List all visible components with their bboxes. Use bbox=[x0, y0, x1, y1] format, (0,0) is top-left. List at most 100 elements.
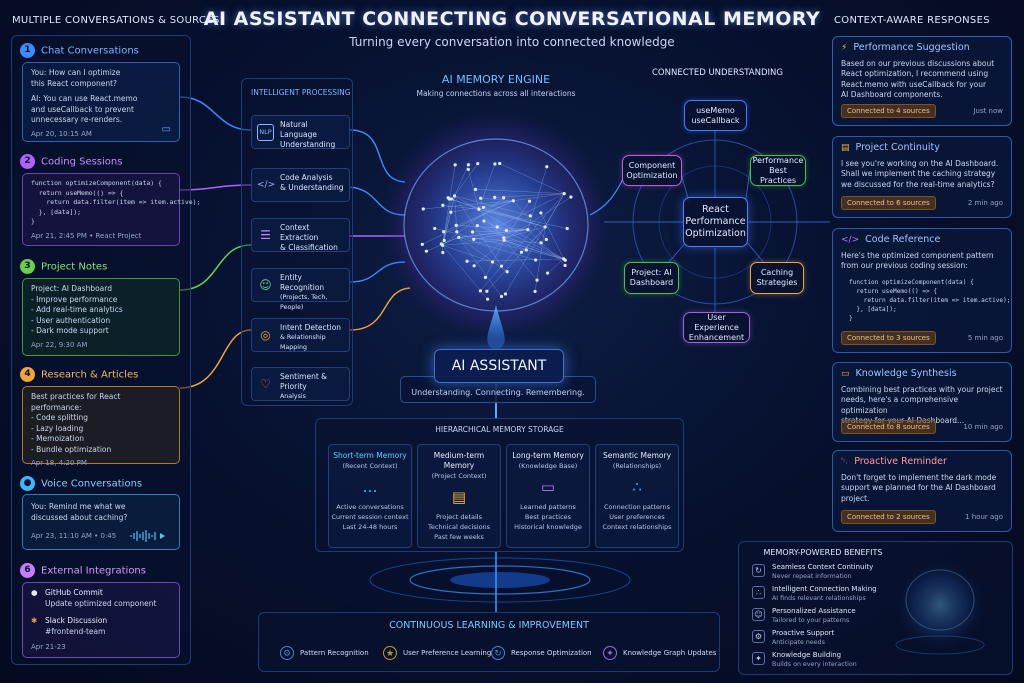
memory-column[interactable]: Long-term Memory(Knowledge Base)▭Learned… bbox=[506, 444, 590, 548]
benefits-panel bbox=[738, 541, 1013, 675]
processing-item[interactable]: ◎Intent Detection& Relationship Mapping bbox=[251, 318, 350, 352]
processing-item[interactable]: ☰Context Extraction& Classification bbox=[251, 218, 350, 252]
node-line: Project: AI bbox=[631, 268, 672, 277]
microphone-icon: ● bbox=[20, 476, 35, 491]
code-icon: </> bbox=[257, 180, 276, 190]
github-item[interactable]: ● GitHub Commit Update optimized compone… bbox=[31, 588, 171, 609]
source-count-badge[interactable]: Connected to 4 sources bbox=[841, 103, 936, 118]
benefit-sub: AI finds relevant relationships bbox=[772, 595, 866, 602]
processing-item[interactable]: ☺Entity Recognition(Projects, Tech, Peop… bbox=[251, 268, 350, 311]
benefit-sub: Builds on every interaction bbox=[772, 661, 857, 668]
processing-sublabel: & Relationship Mapping bbox=[280, 334, 326, 351]
folder-icon: ▤ bbox=[451, 488, 467, 506]
platform-ring-outer bbox=[369, 557, 631, 603]
source-count-badge[interactable]: Connected to 2 sources bbox=[841, 509, 936, 524]
memory-subtitle: (Knowledge Base) bbox=[518, 462, 578, 470]
voice-line: discussed about caching? bbox=[31, 512, 128, 522]
building-icon: ✦ bbox=[752, 652, 765, 665]
benefit-title: Proactive Support bbox=[772, 629, 835, 637]
network-icon: ∴ bbox=[632, 478, 642, 496]
folder-icon: ▤ bbox=[841, 143, 850, 153]
processing-item[interactable]: </>Code Analysis& Understanding bbox=[251, 168, 350, 202]
learning-item[interactable]: ↻Response Optimization bbox=[491, 642, 592, 664]
source-count-badge[interactable]: Connected to 3 sources bbox=[841, 330, 936, 345]
chat-conversation-box[interactable]: You: How can I optimize this React compo… bbox=[22, 62, 180, 142]
engine-subtitle: Making connections across all interactio… bbox=[416, 89, 576, 98]
source-label: Coding Sessions bbox=[41, 156, 123, 168]
source-notes-header[interactable]: 3 Project Notes bbox=[20, 259, 107, 274]
node-line: Best Practices bbox=[759, 165, 797, 185]
response-title: Code Reference bbox=[865, 234, 941, 245]
link-notes bbox=[179, 244, 252, 291]
integrations-box[interactable]: ● GitHub Commit Update optimized compone… bbox=[22, 582, 180, 658]
learning-item[interactable]: ★User Preference Learning bbox=[383, 642, 491, 664]
research-box[interactable]: Best practices for React performance: - … bbox=[22, 386, 180, 467]
response-line: support we planned for the AI Dashboard bbox=[841, 483, 996, 492]
source-label: Project Notes bbox=[41, 261, 108, 273]
timestamp: Apr 21, 2:45 PM • React Project bbox=[31, 231, 142, 240]
source-count-badge[interactable]: Connected to 8 sources bbox=[841, 419, 936, 434]
learning-item[interactable]: ✦Knowledge Graph Updates bbox=[603, 642, 716, 664]
sources-panel bbox=[11, 35, 191, 665]
memory-line: Best practices bbox=[524, 513, 572, 521]
memory-column[interactable]: Semantic Memory(Relationships)∴Connectio… bbox=[595, 444, 679, 548]
pattern-icon: ⚙ bbox=[280, 646, 294, 660]
memory-line: Technical decisions bbox=[427, 523, 491, 531]
source-voice-header[interactable]: ●Voice Conversations bbox=[20, 476, 142, 491]
voice-box[interactable]: You: Remind me what we discussed about c… bbox=[22, 494, 180, 550]
learning-heading: CONTINUOUS LEARNING & IMPROVEMENT bbox=[389, 620, 589, 631]
benefit-title: Personalized Assistance bbox=[772, 607, 856, 615]
timestamp: Apr 18, 4:20 PM bbox=[31, 459, 87, 467]
source-count-badge[interactable]: Connected to 6 sources bbox=[841, 195, 936, 210]
ai-assistant-badge[interactable]: AI ASSISTANT bbox=[434, 349, 564, 383]
source-number-3: 3 bbox=[20, 259, 35, 274]
page-title: AI ASSISTANT CONNECTING CONVERSATIONAL M… bbox=[203, 8, 821, 30]
memory-title: Medium-term Memory bbox=[433, 451, 485, 470]
center-line: Optimization bbox=[685, 228, 746, 239]
bell-icon: ␇ bbox=[841, 457, 849, 467]
response-title: Knowledge Synthesis bbox=[855, 368, 957, 379]
brain-glow bbox=[378, 107, 614, 343]
project-notes-box[interactable]: Project: AI Dashboard - Improve performa… bbox=[22, 278, 180, 356]
memory-column[interactable]: Medium-term Memory(Project Context)▤Proj… bbox=[417, 444, 501, 548]
response-line: we discussed for the real-time analytics… bbox=[841, 179, 995, 189]
benefits-heading: MEMORY-POWERED BENEFITS bbox=[763, 548, 883, 557]
storage-heading: HIERARCHICAL MEMORY STORAGE bbox=[435, 425, 564, 434]
response-line: project. bbox=[841, 493, 870, 503]
processing-label: Entity Recognition bbox=[280, 273, 325, 292]
benefit-sub: Tailored to your patterns bbox=[772, 617, 850, 624]
memory-line: Project details bbox=[436, 513, 482, 521]
processing-label: Intent Detection bbox=[280, 323, 342, 332]
learning-item[interactable]: ⚙Pattern Recognition bbox=[280, 642, 369, 664]
memory-column[interactable]: Short-term Memory(Recent Context)…Active… bbox=[328, 444, 412, 548]
chat-line: unnecessary re-renders. bbox=[31, 115, 123, 124]
coding-session-box[interactable]: function optimizeComponent(data) { retur… bbox=[22, 173, 200, 246]
processing-label: Sentiment & Priority bbox=[280, 372, 327, 391]
slack-item[interactable]: ✱ Slack Discussion #frontend-team bbox=[31, 616, 171, 637]
slack-icon: ✱ bbox=[31, 616, 38, 625]
